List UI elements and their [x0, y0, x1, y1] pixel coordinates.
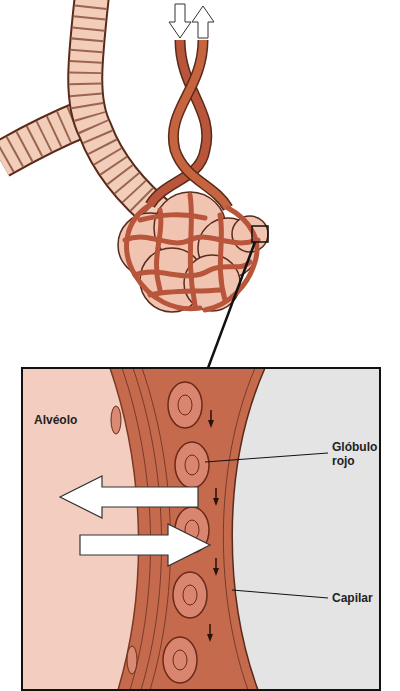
- region-label: Alvéolo: [34, 413, 114, 427]
- tissue-space: [232, 368, 380, 690]
- membrane-line: [110, 368, 139, 690]
- bronchus-fill: [85, 0, 165, 220]
- cell-center: [178, 395, 192, 415]
- capillary: [220, 215, 225, 300]
- zoom-leader: [208, 242, 255, 368]
- capillary-network: [125, 195, 258, 310]
- zoom-box: [252, 226, 268, 242]
- part-label: Capilar: [332, 591, 392, 605]
- capillary: [150, 290, 220, 295]
- bronchus-fill: [0, 118, 85, 160]
- flow-arrow-shaft: [209, 624, 211, 636]
- co2-exchange-arrow: [60, 476, 198, 518]
- alveolus: [232, 216, 268, 252]
- capillary: [156, 210, 161, 290]
- flow-arrow-in: [169, 4, 191, 38]
- bronchus-outline: [0, 118, 85, 160]
- epithelial-nucleus: [111, 406, 121, 434]
- cell-center: [183, 585, 197, 605]
- membrane-line: [122, 368, 151, 690]
- bronchus-outline: [85, 0, 165, 220]
- flow-arrow-shaft: [215, 488, 217, 500]
- red-blood-cell: [163, 637, 197, 683]
- membrane-line: [133, 368, 162, 690]
- flow-arrows: [207, 410, 219, 642]
- label-leader: [205, 453, 328, 462]
- cell-center: [185, 455, 199, 475]
- flow-arrow-out: [192, 6, 214, 38]
- cell-center: [173, 650, 187, 670]
- membrane-line: [223, 368, 255, 690]
- label-leader: [232, 590, 328, 598]
- red-blood-cell: [175, 442, 209, 488]
- capillary: [190, 195, 195, 305]
- capillary-wall: [110, 368, 265, 690]
- bronchus-rings: [85, 0, 165, 220]
- flow-arrow-shaft: [215, 558, 217, 570]
- inset-detail: [22, 368, 380, 690]
- epithelial-nucleus: [127, 646, 137, 674]
- flow-arrow-shaft: [210, 410, 212, 422]
- membrane-line: [232, 368, 265, 690]
- part-label: Glóbulo rojo: [332, 440, 388, 468]
- vessel-outline: [173, 40, 228, 208]
- alveolus-space: [22, 368, 380, 690]
- bronchiole: [0, 0, 165, 220]
- membrane-line: [142, 368, 171, 690]
- red-blood-cell: [168, 382, 202, 428]
- blood-vessels: [150, 4, 228, 208]
- o2-exchange-arrow: [80, 524, 210, 566]
- red-blood-cell: [173, 572, 207, 618]
- alveolar-sac: [118, 192, 268, 312]
- capillary: [140, 215, 205, 220]
- vessel: [173, 40, 228, 208]
- inset-frame: [22, 368, 380, 690]
- bronchus-rings: [0, 118, 85, 160]
